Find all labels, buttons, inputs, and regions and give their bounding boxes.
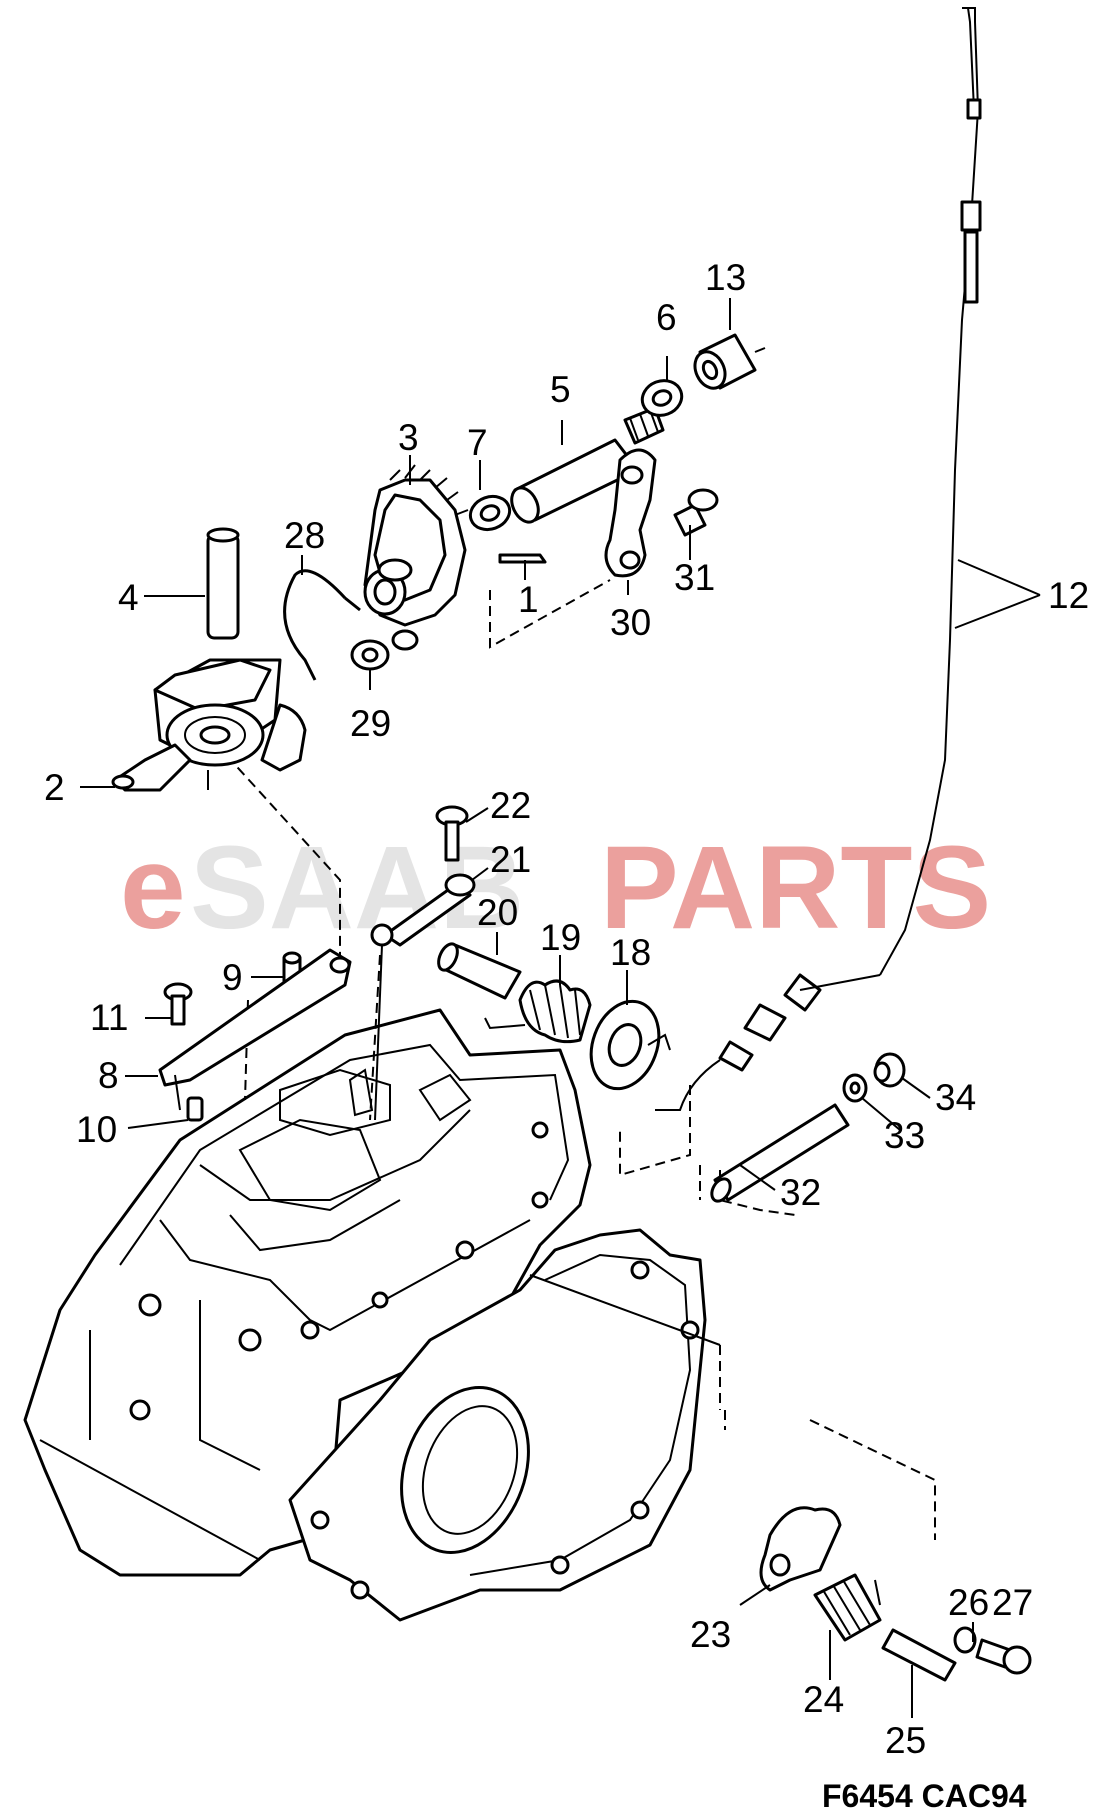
part-25-pin (881, 1628, 957, 1682)
part-13-bushing (693, 333, 766, 390)
part-24-spring (813, 1573, 882, 1642)
callout-11: 11 (90, 997, 128, 1038)
callout-23: 23 (690, 1614, 731, 1655)
callout-25: 25 (885, 1720, 926, 1761)
part-6-washer (640, 379, 684, 417)
part-30-lever (604, 448, 657, 578)
part-8-selector-lever (158, 948, 352, 1111)
part-1-pin (498, 553, 547, 564)
callout-34: 34 (935, 1077, 976, 1118)
part-10-nut (186, 1096, 204, 1122)
callout-10: 10 (76, 1109, 117, 1150)
part-27-bolt (975, 1638, 1032, 1675)
transmission-housing (23, 1008, 707, 1622)
callout-28: 28 (284, 515, 325, 556)
shift-cable (655, 7, 982, 1111)
callout-3: 3 (398, 417, 419, 458)
callout-31: 31 (674, 557, 715, 598)
part-18-cam-disc (589, 999, 671, 1091)
callout-20: 20 (477, 892, 518, 933)
part-22-bolt (435, 805, 469, 862)
part-4-shift-rod (206, 527, 240, 640)
part-19-spring (484, 979, 592, 1044)
part-28-spring-clip (283, 569, 361, 681)
part-2-selector-housing (111, 658, 307, 792)
watermark-e: e (120, 822, 186, 954)
part-3-gear (363, 464, 469, 651)
callout-numbers: 4 2 3 28 7 5 6 13 1 30 31 29 12 22 21 20… (44, 257, 1089, 1761)
part-21-link (370, 873, 476, 1121)
callout-18: 18 (610, 932, 651, 973)
callout-7: 7 (467, 422, 488, 463)
part-7-washer (468, 494, 512, 532)
callout-32: 32 (780, 1172, 821, 1213)
callout-6: 6 (656, 297, 677, 338)
watermark-parts: PARTS (600, 822, 991, 954)
callout-33: 33 (884, 1115, 925, 1156)
callout-1: 1 (518, 579, 539, 620)
callout-29: 29 (350, 703, 391, 744)
callout-24: 24 (803, 1679, 844, 1720)
part-29-washer (350, 639, 390, 671)
callout-30: 30 (610, 602, 651, 643)
part-11-bolt (163, 982, 193, 1026)
callout-4: 4 (118, 577, 139, 618)
callout-26: 26 (948, 1582, 989, 1623)
part-26-washer (953, 1626, 977, 1654)
part-23-lever (759, 1506, 842, 1592)
part-34-nut (873, 1052, 906, 1088)
part-20-shaft (437, 942, 522, 1000)
part-32-shaft (710, 1103, 850, 1203)
callout-27: 27 (992, 1582, 1033, 1623)
leader-lines (80, 298, 1041, 1718)
callout-12: 12 (1048, 575, 1089, 616)
figure-code: F6454 CAC94 (822, 1778, 1027, 1814)
part-33-washer (842, 1073, 868, 1103)
part-31-bolt (673, 488, 719, 537)
callout-21: 21 (490, 839, 531, 880)
callout-13: 13 (705, 257, 746, 298)
callout-8: 8 (98, 1055, 119, 1096)
callout-9: 9 (222, 957, 243, 998)
callout-5: 5 (550, 369, 571, 410)
callout-22: 22 (490, 785, 531, 826)
callout-19: 19 (540, 917, 581, 958)
callout-2: 2 (44, 767, 65, 808)
